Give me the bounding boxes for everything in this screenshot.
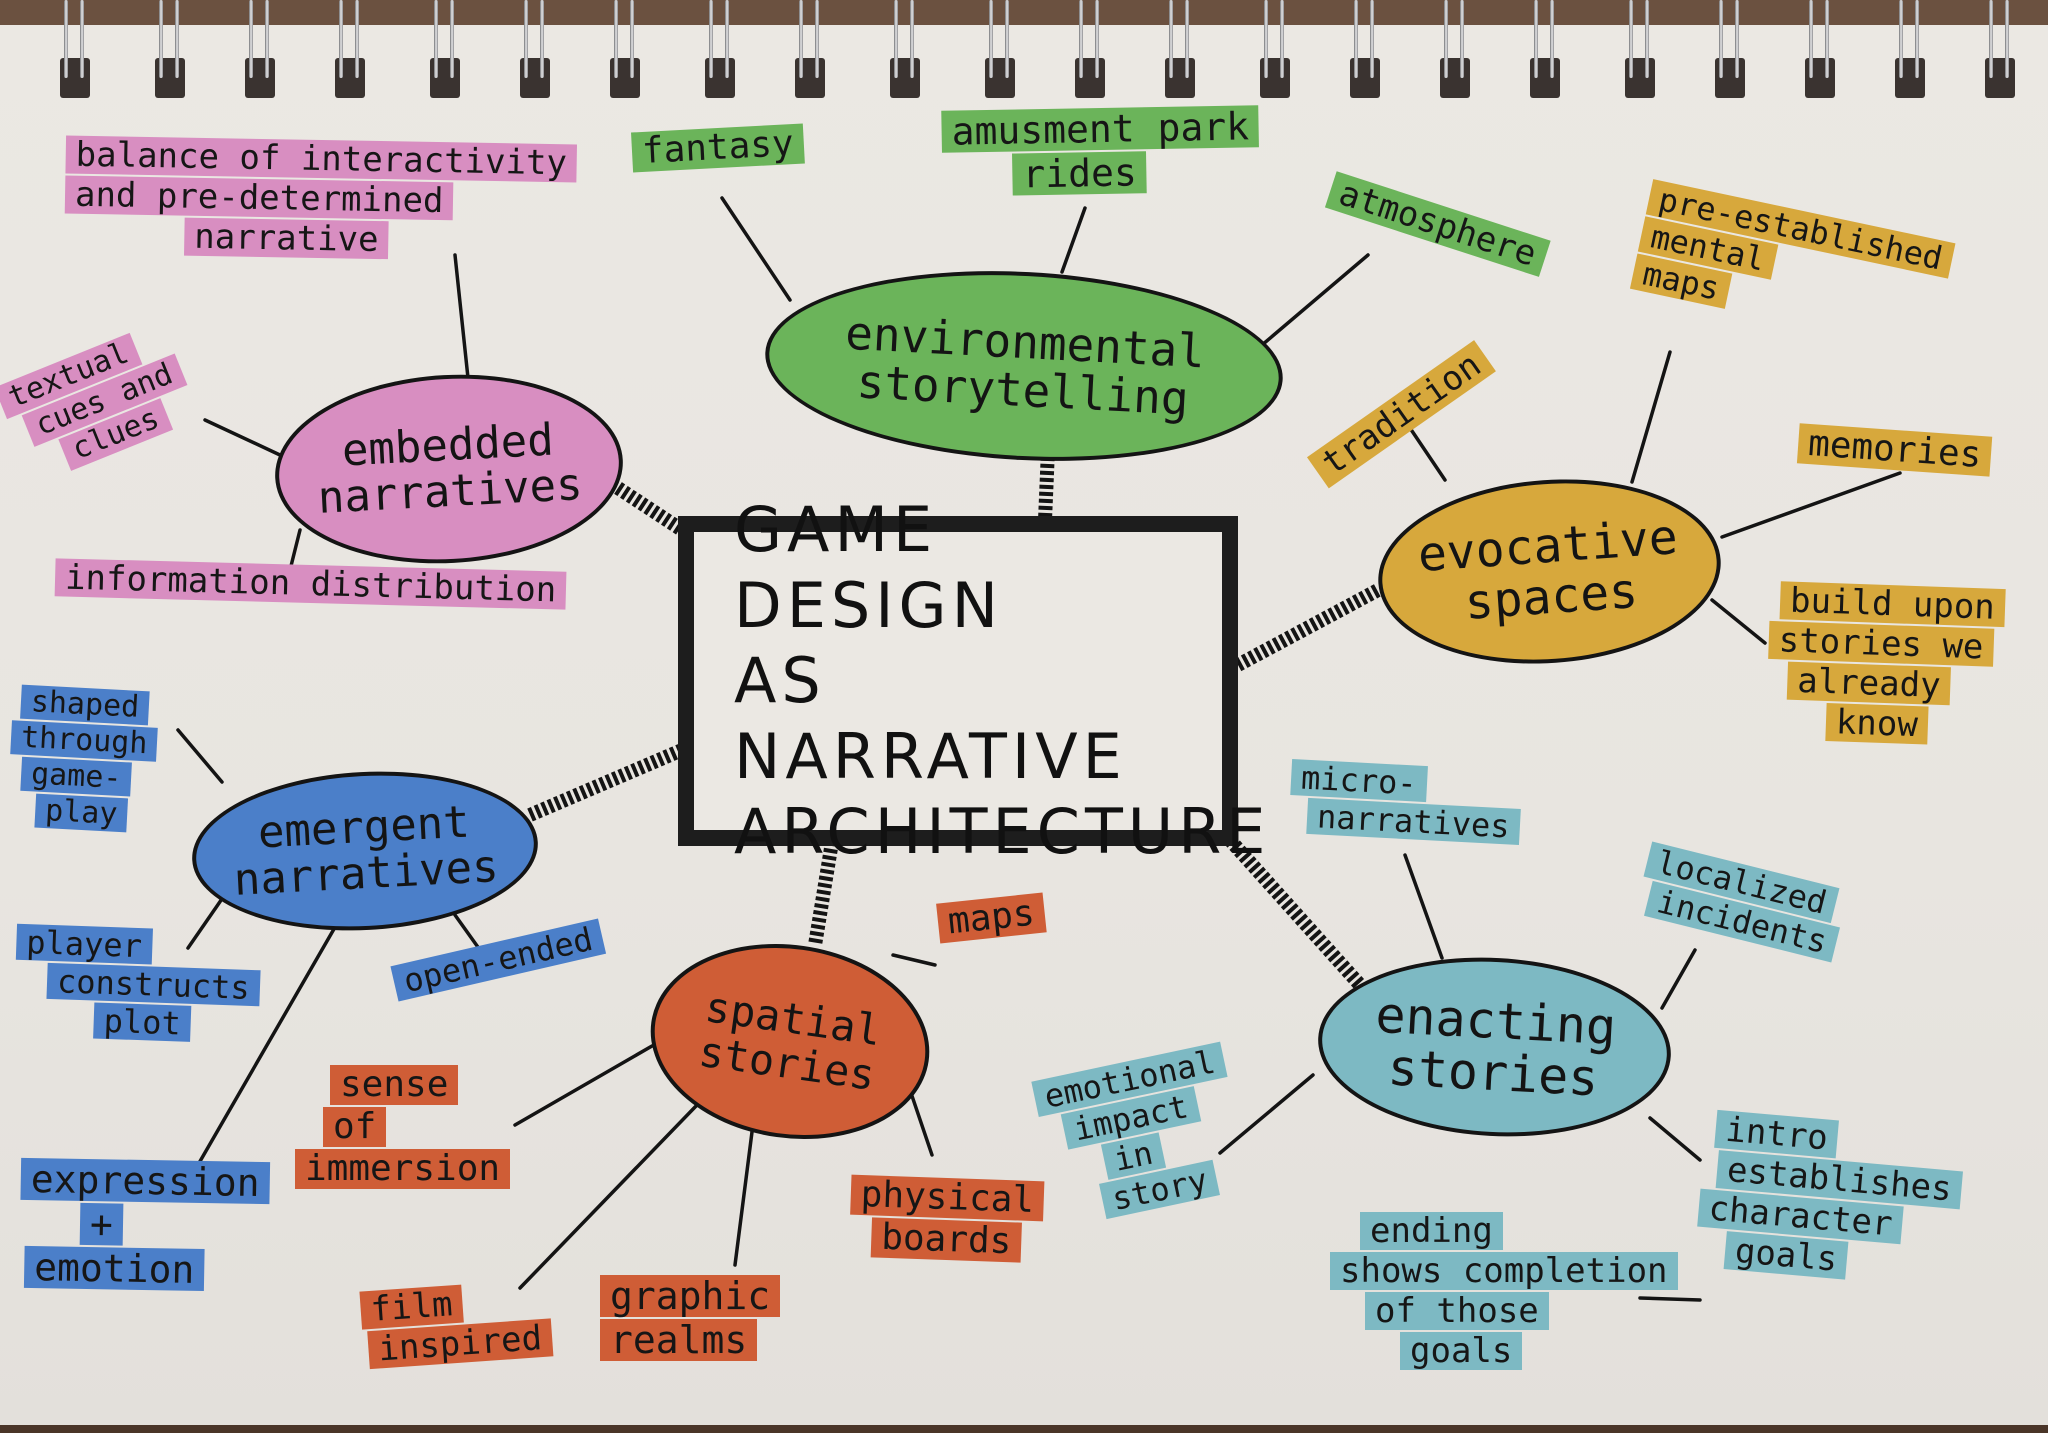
ring-wire (1534, 0, 1538, 78)
ring-wire (614, 0, 618, 78)
ring-wire (339, 0, 343, 78)
ring-wire (1645, 0, 1649, 78)
ring-wire (1280, 0, 1284, 78)
note-player-constructs-plot: player constructs plot (13, 923, 261, 1046)
central-topic-line-3: ARCHITECTURE (734, 795, 1271, 869)
spiral-ring (60, 0, 90, 98)
ring-wire (1444, 0, 1448, 78)
note-physical-boards: physical boards (849, 1174, 1045, 1266)
ring-wire (355, 0, 359, 78)
table-background-bottom (0, 1425, 2048, 1433)
spiral-ring (1625, 0, 1655, 98)
spiral-ring (430, 0, 460, 98)
ring-wire (1005, 0, 1009, 78)
ring-wire (815, 0, 819, 78)
ring-wire (1185, 0, 1189, 78)
spiral-ring (985, 0, 1015, 98)
ring-wire (1915, 0, 1919, 78)
ring-wire (265, 0, 269, 78)
ring-wire (725, 0, 729, 78)
spiral-ring (890, 0, 920, 98)
ring-wire (159, 0, 163, 78)
ring-wire (1460, 0, 1464, 78)
ring-wire (1095, 0, 1099, 78)
spiral-ring (1350, 0, 1380, 98)
ring-wire (1629, 0, 1633, 78)
ring-wire (434, 0, 438, 78)
spiral-ring (1075, 0, 1105, 98)
ring-wire (799, 0, 803, 78)
ring-wire (1989, 0, 1993, 78)
ring-wire (910, 0, 914, 78)
ring-wire (1899, 0, 1903, 78)
ring-wire (1169, 0, 1173, 78)
spiral-ring (610, 0, 640, 98)
spiral-ring (1805, 0, 1835, 98)
spiral-ring (1530, 0, 1560, 98)
spiral-ring (1165, 0, 1195, 98)
note-sense-of-immersion: sense of immersion (295, 1065, 511, 1191)
ring-wire (1735, 0, 1739, 78)
spiral-ring (1715, 0, 1745, 98)
ring-wire (1825, 0, 1829, 78)
ring-wire (450, 0, 454, 78)
ring-wire (709, 0, 713, 78)
ring-wire (249, 0, 253, 78)
note-build-upon-stories: build upon stories we already know (1765, 581, 2006, 749)
ring-wire (64, 0, 68, 78)
spiral-ring (795, 0, 825, 98)
ring-wire (1370, 0, 1374, 78)
ring-wire (1079, 0, 1083, 78)
spiral-ring (1895, 0, 1925, 98)
ring-wire (1809, 0, 1813, 78)
ring-wire (1354, 0, 1358, 78)
note-micro-narratives: micro- narratives (1288, 759, 1522, 847)
spiral-ring (335, 0, 365, 98)
central-topic-line-1: GAME DESIGN (734, 492, 1003, 642)
ring-wire (1550, 0, 1554, 78)
spiral-ring (520, 0, 550, 98)
note-intro-establishes-goals: intro establishes character goals (1694, 1109, 1967, 1291)
note-graphic-realms: graphic realms (600, 1275, 781, 1363)
ring-wire (2005, 0, 2009, 78)
note-balance-interactivity: balance of interactivity and pre-determi… (64, 135, 578, 265)
note-fantasy: fantasy (631, 123, 805, 175)
ring-wire (894, 0, 898, 78)
spiral-ring (705, 0, 735, 98)
ring-wire (1719, 0, 1723, 78)
spiral-ring (1260, 0, 1290, 98)
ring-wire (1264, 0, 1268, 78)
ring-wire (989, 0, 993, 78)
note-ending-shows-completion: ending shows completion of those goals (1330, 1212, 1678, 1372)
note-expression-emotion: expression + emotion (19, 1157, 270, 1294)
ring-wire (630, 0, 634, 78)
note-film-inspired: film inspired (359, 1279, 554, 1372)
note-amusement-park-rides: amusment park rides (941, 104, 1260, 199)
spiral-ring (1985, 0, 2015, 98)
ring-wire (80, 0, 84, 78)
spiral-ring (245, 0, 275, 98)
ring-wire (175, 0, 179, 78)
ring-wire (524, 0, 528, 78)
note-shaped-through-gameplay: shaped through game- play (6, 684, 160, 835)
spiral-ring (155, 0, 185, 98)
central-topic-line-2: AS NARRATIVE (734, 644, 1127, 793)
spiral-ring (1440, 0, 1470, 98)
ring-wire (540, 0, 544, 78)
central-topic-box: GAME DESIGN AS NARRATIVE ARCHITECTURE (678, 493, 1265, 868)
